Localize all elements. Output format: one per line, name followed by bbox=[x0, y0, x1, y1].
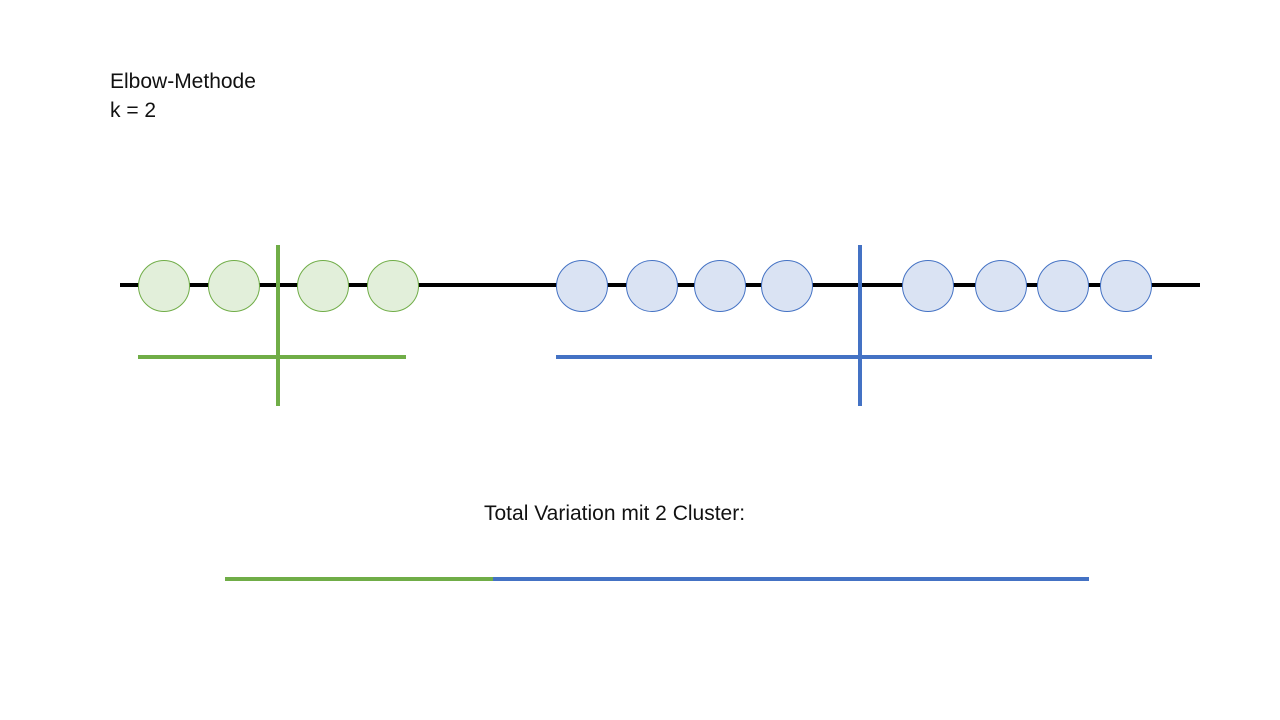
blue-point bbox=[975, 260, 1027, 312]
blue-point bbox=[902, 260, 954, 312]
slide-title: Elbow-Methode bbox=[110, 70, 256, 93]
green-point bbox=[138, 260, 190, 312]
blue-point bbox=[626, 260, 678, 312]
total-variation-caption: Total Variation mit 2 Cluster: bbox=[484, 502, 746, 525]
blue-cluster-points bbox=[556, 260, 1152, 312]
title-block: Elbow-Methode k = 2 bbox=[110, 67, 256, 125]
blue-point bbox=[761, 260, 813, 312]
green-point bbox=[297, 260, 349, 312]
green-point bbox=[367, 260, 419, 312]
blue-point bbox=[556, 260, 608, 312]
k-value-label: k = 2 bbox=[110, 99, 157, 122]
blue-point bbox=[1037, 260, 1089, 312]
green-point bbox=[208, 260, 260, 312]
green-cluster-points bbox=[138, 260, 419, 312]
blue-point bbox=[694, 260, 746, 312]
blue-point bbox=[1100, 260, 1152, 312]
